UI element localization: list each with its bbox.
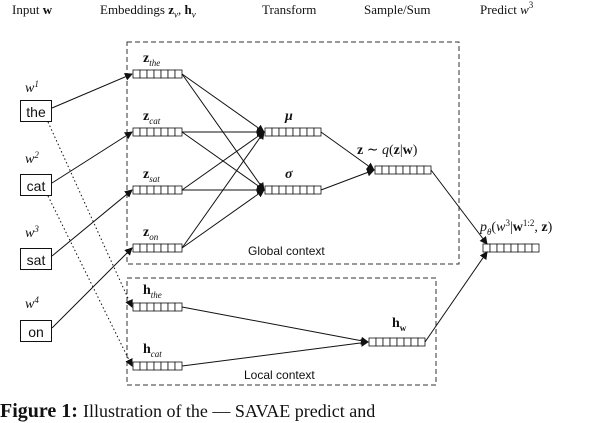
word-var-1: w1 — [25, 79, 39, 96]
sigma-vector — [264, 185, 322, 195]
global-context-box — [126, 41, 460, 265]
edge-on-zon — [51, 247, 133, 329]
z-cat-label: zcat — [143, 109, 161, 126]
mu-label: μ — [285, 109, 293, 124]
z-sat-vector — [132, 185, 183, 195]
h-w-vector — [368, 337, 426, 347]
word-box-on: on — [20, 320, 52, 342]
edge-hw-predict — [424, 251, 488, 343]
h-the-label: hthe — [143, 283, 162, 300]
z-sat-label: zsat — [143, 167, 160, 184]
mu-vector — [264, 127, 322, 137]
word-var-4: w4 — [25, 295, 39, 312]
sample-label: z ∼ q(z|w) — [357, 143, 418, 158]
word-var-2: w2 — [25, 150, 39, 167]
edge-sat-zsat — [51, 189, 133, 257]
figure-caption: Figure 1: Illustration of the — SAVAE pr… — [0, 400, 604, 423]
edge-z-predict — [430, 169, 488, 245]
edge-hthe-hw — [181, 306, 369, 345]
local-context-label: Local context — [244, 368, 315, 382]
h-the-vector — [132, 302, 183, 312]
header-input: Input w — [12, 2, 53, 17]
caption-prefix: Figure 1: — [0, 400, 78, 422]
edge-the-hthe — [47, 121, 133, 308]
sigma-label: σ — [285, 167, 293, 182]
z-the-label: zthe — [143, 51, 161, 68]
z-cat-vector — [132, 127, 183, 137]
word-box-the: the — [20, 100, 52, 122]
header-sample: Sample/Sum — [364, 2, 431, 17]
edge-z3-sigma — [181, 189, 265, 249]
caption-text: Illustration of the — SAVAE predict and — [82, 401, 376, 421]
edge-z3-mu — [181, 131, 265, 249]
word-box-cat: cat — [20, 174, 52, 196]
global-context-label: Global context — [248, 244, 325, 258]
edge-hcat-hw — [181, 338, 369, 367]
predict-label: pθ(w3|w1:2, z) — [480, 218, 553, 237]
edge-cat-hcat — [47, 195, 133, 367]
z-on-vector — [132, 243, 183, 253]
local-context-box — [126, 277, 437, 386]
h-cat-vector — [132, 361, 183, 371]
edge-cat-zcat — [51, 131, 133, 184]
edge-z0-mu — [181, 73, 265, 133]
header-transform: Transform — [262, 2, 317, 17]
edge-z2-mu — [181, 131, 265, 191]
z-the-vector — [132, 69, 183, 79]
z-sample-vector — [374, 165, 432, 175]
header-embeddings: Embeddings zv, hv — [100, 2, 196, 20]
edge-sigma-z — [320, 168, 375, 191]
predict-vector — [482, 243, 540, 253]
z-on-label: zon — [143, 225, 159, 242]
h-w-label: hw — [392, 316, 407, 333]
edge-the-zthe — [51, 73, 133, 109]
h-cat-label: hcat — [143, 342, 162, 359]
word-box-sat: sat — [20, 248, 52, 270]
word-var-3: w3 — [25, 224, 39, 241]
edge-mu-z — [320, 131, 375, 171]
header-predict: Predict w3 — [480, 0, 534, 17]
